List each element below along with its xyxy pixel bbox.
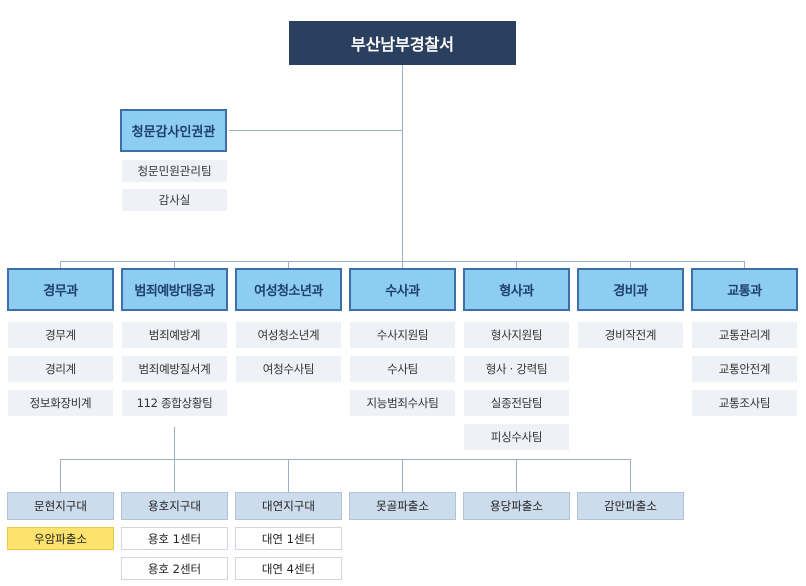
team-item: 수사팀 bbox=[350, 356, 455, 382]
department-box: 경비과 bbox=[577, 268, 684, 311]
department-box: 형사과 bbox=[463, 268, 570, 311]
team-item: 형사지원팀 bbox=[464, 322, 569, 348]
department-box: 여성청소년과 bbox=[235, 268, 342, 311]
auditor-title: 청문감사인권관 bbox=[131, 125, 216, 140]
department-title: 형사과 bbox=[499, 284, 534, 299]
connector-dept-drop bbox=[174, 261, 175, 268]
connector-units-trunk bbox=[174, 427, 175, 459]
station-title: 부산남부경찰서 bbox=[350, 35, 455, 54]
auditor-team-2: 감사실 bbox=[122, 189, 227, 211]
team-item: 여청수사팀 bbox=[236, 356, 341, 382]
auditor-team-1: 청문민원관리팀 bbox=[122, 160, 227, 182]
team-item: 피싱수사팀 bbox=[464, 424, 569, 450]
team-item: 정보화장비계 bbox=[8, 390, 113, 416]
unit-title: 감만파출소 bbox=[604, 499, 657, 513]
department-title: 수사과 bbox=[385, 284, 420, 299]
connector-unit-drop bbox=[60, 459, 61, 492]
connector-units-bus bbox=[61, 459, 631, 460]
team-item: 경리계 bbox=[8, 356, 113, 382]
connector-dept-drop bbox=[402, 261, 403, 268]
connector-dept-drop bbox=[744, 261, 745, 268]
team-item: 범죄예방질서계 bbox=[122, 356, 227, 382]
connector-dept-drop bbox=[630, 261, 631, 268]
unit-box: 대연지구대 bbox=[235, 492, 342, 520]
department-title: 경무과 bbox=[43, 284, 78, 299]
unit-box: 용호지구대 bbox=[121, 492, 228, 520]
team-item: 여성청소년계 bbox=[236, 322, 341, 348]
subunit-highlighted: 우암파출소 bbox=[7, 527, 114, 550]
connector-dept-drop bbox=[288, 261, 289, 268]
unit-box: 용당파출소 bbox=[463, 492, 570, 520]
department-title: 경비과 bbox=[613, 284, 648, 299]
department-title: 교통과 bbox=[727, 284, 762, 299]
unit-title: 문현지구대 bbox=[34, 499, 87, 513]
department-title: 범죄예방대응과 bbox=[134, 284, 215, 299]
department-title: 여성청소년과 bbox=[254, 284, 323, 299]
station-title-box: 부산남부경찰서 bbox=[289, 21, 516, 65]
connector-dept-drop bbox=[516, 261, 517, 268]
connector-unit-drop bbox=[402, 459, 403, 492]
connector-unit-drop bbox=[630, 459, 631, 492]
unit-title: 못골파출소 bbox=[376, 499, 429, 513]
subunit-item: 용호 2센터 bbox=[121, 557, 228, 580]
department-box: 교통과 bbox=[691, 268, 798, 311]
team-item: 범죄예방계 bbox=[122, 322, 227, 348]
connector-dept-drop bbox=[60, 261, 61, 268]
auditor-box: 청문감사인권관 bbox=[120, 109, 227, 152]
unit-title: 용당파출소 bbox=[490, 499, 543, 513]
subunit-item: 대연 1센터 bbox=[235, 527, 342, 550]
team-item: 교통조사팀 bbox=[692, 390, 797, 416]
connector-auditor bbox=[229, 130, 402, 131]
team-item: 경비작전계 bbox=[578, 322, 683, 348]
unit-box: 감만파출소 bbox=[577, 492, 684, 520]
team-item: 경무계 bbox=[8, 322, 113, 348]
connector-unit-drop bbox=[174, 459, 175, 492]
team-item: 112 종합상황팀 bbox=[122, 390, 227, 416]
team-item: 형사 · 강력팀 bbox=[464, 356, 569, 382]
team-item: 교통안전계 bbox=[692, 356, 797, 382]
connector-unit-drop bbox=[516, 459, 517, 492]
team-item: 교통관리계 bbox=[692, 322, 797, 348]
subunit-item: 용호 1센터 bbox=[121, 527, 228, 550]
department-box: 수사과 bbox=[349, 268, 456, 311]
subunit-item: 대연 4센터 bbox=[235, 557, 342, 580]
unit-title: 용호지구대 bbox=[148, 499, 201, 513]
department-box: 경무과 bbox=[7, 268, 114, 311]
team-item: 수사지원팀 bbox=[350, 322, 455, 348]
connector-top-trunk bbox=[402, 65, 403, 261]
team-item: 실종전담팀 bbox=[464, 390, 569, 416]
unit-box: 문현지구대 bbox=[7, 492, 114, 520]
team-item: 지능범죄수사팀 bbox=[350, 390, 455, 416]
unit-title: 대연지구대 bbox=[262, 499, 315, 513]
connector-unit-drop bbox=[288, 459, 289, 492]
department-box: 범죄예방대응과 bbox=[121, 268, 228, 311]
unit-box: 못골파출소 bbox=[349, 492, 456, 520]
